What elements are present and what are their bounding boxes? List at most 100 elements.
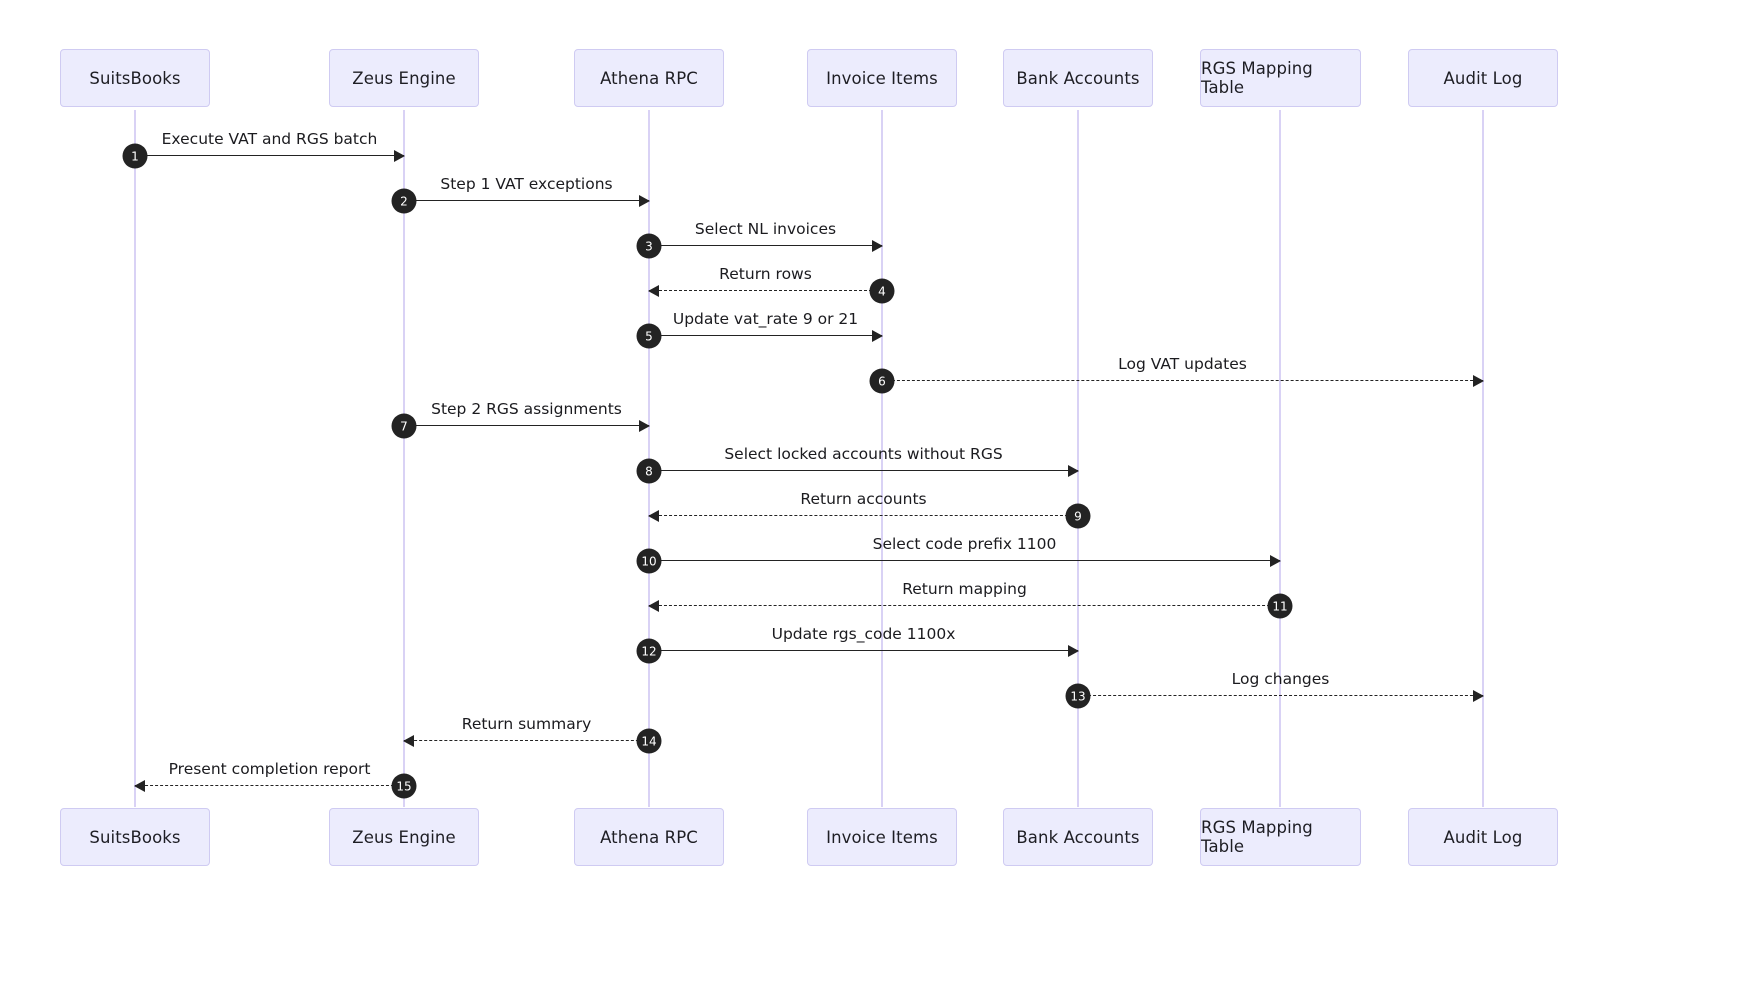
arrow-line xyxy=(404,425,649,426)
message-arrow-3[interactable] xyxy=(649,240,883,252)
participant-header-zeus[interactable]: Zeus Engine xyxy=(329,49,479,107)
message-arrow-11[interactable] xyxy=(648,600,1280,612)
message-arrow-1[interactable] xyxy=(135,150,405,162)
participant-footer-invoice[interactable]: Invoice Items xyxy=(807,808,957,866)
message-label-1: Execute VAT and RGS batch xyxy=(161,130,378,148)
message-arrow-7[interactable] xyxy=(404,420,650,432)
arrow-head-icon xyxy=(639,420,650,432)
participant-label: Zeus Engine xyxy=(352,827,456,847)
participant-label: Audit Log xyxy=(1443,68,1523,88)
message-label-12: Update rgs_code 1100x xyxy=(771,625,956,643)
message-label-15: Present completion report xyxy=(168,760,371,778)
arrow-line xyxy=(135,155,404,156)
participant-header-invoice[interactable]: Invoice Items xyxy=(807,49,957,107)
arrow-line xyxy=(649,515,1078,516)
participant-header-bank[interactable]: Bank Accounts xyxy=(1003,49,1153,107)
lifeline-zeus xyxy=(403,110,405,807)
participant-label: Invoice Items xyxy=(826,827,938,847)
arrow-line xyxy=(404,200,649,201)
message-arrow-6[interactable] xyxy=(882,375,1484,387)
lifeline-suitsbooks xyxy=(134,110,136,807)
message-label-10: Select code prefix 1100 xyxy=(872,535,1057,553)
arrow-head-icon xyxy=(648,600,659,612)
message-arrow-8[interactable] xyxy=(649,465,1079,477)
participant-label: Athena RPC xyxy=(600,827,698,847)
participant-footer-bank[interactable]: Bank Accounts xyxy=(1003,808,1153,866)
lifeline-audit xyxy=(1482,110,1484,807)
sequence-number-badge-5: 5 xyxy=(636,323,662,349)
sequence-number-badge-11: 11 xyxy=(1267,593,1293,619)
sequence-number-badge-9: 9 xyxy=(1065,503,1091,529)
participant-header-athena[interactable]: Athena RPC xyxy=(574,49,724,107)
sequence-number-badge-2: 2 xyxy=(391,188,417,214)
message-label-2: Step 1 VAT exceptions xyxy=(440,175,613,193)
arrow-head-icon xyxy=(403,735,414,747)
message-label-6: Log VAT updates xyxy=(1118,355,1247,373)
message-arrow-9[interactable] xyxy=(648,510,1078,522)
message-label-14: Return summary xyxy=(461,715,592,733)
message-arrow-10[interactable] xyxy=(649,555,1281,567)
message-arrow-5[interactable] xyxy=(649,330,883,342)
sequence-number-badge-13: 13 xyxy=(1065,683,1091,709)
participant-footer-audit[interactable]: Audit Log xyxy=(1408,808,1558,866)
participant-header-suitsbooks[interactable]: SuitsBooks xyxy=(60,49,210,107)
arrow-head-icon xyxy=(648,285,659,297)
message-arrow-15[interactable] xyxy=(134,780,404,792)
arrow-head-icon xyxy=(872,240,883,252)
participant-header-audit[interactable]: Audit Log xyxy=(1408,49,1558,107)
arrow-head-icon xyxy=(1473,375,1484,387)
participant-label: Bank Accounts xyxy=(1016,827,1140,847)
arrow-head-icon xyxy=(1068,465,1079,477)
participant-header-rgs[interactable]: RGS Mapping Table xyxy=(1200,49,1361,107)
message-label-9: Return accounts xyxy=(800,490,927,508)
participant-label: RGS Mapping Table xyxy=(1201,818,1313,856)
message-label-3: Select NL invoices xyxy=(694,220,837,238)
participant-footer-athena[interactable]: Athena RPC xyxy=(574,808,724,866)
message-arrow-12[interactable] xyxy=(649,645,1079,657)
message-arrow-14[interactable] xyxy=(403,735,649,747)
participant-footer-rgs[interactable]: RGS Mapping Table xyxy=(1200,808,1361,866)
lifeline-invoice xyxy=(881,110,883,807)
participant-label: Bank Accounts xyxy=(1016,68,1140,88)
message-arrow-2[interactable] xyxy=(404,195,650,207)
message-label-13: Log changes xyxy=(1231,670,1330,688)
arrow-line xyxy=(649,605,1280,606)
arrow-head-icon xyxy=(1270,555,1281,567)
sequence-number-badge-3: 3 xyxy=(636,233,662,259)
arrow-head-icon xyxy=(1473,690,1484,702)
arrow-line xyxy=(649,245,882,246)
arrow-head-icon xyxy=(648,510,659,522)
arrow-line xyxy=(1078,695,1483,696)
lifeline-rgs xyxy=(1279,110,1281,807)
sequence-number-badge-6: 6 xyxy=(869,368,895,394)
arrow-line xyxy=(135,785,404,786)
participant-label: Athena RPC xyxy=(600,68,698,88)
message-label-7: Step 2 RGS assignments xyxy=(431,400,622,418)
arrow-head-icon xyxy=(394,150,405,162)
participant-label: Zeus Engine xyxy=(352,68,456,88)
arrow-line xyxy=(649,290,882,291)
message-label-11: Return mapping xyxy=(902,580,1027,598)
sequence-number-badge-15: 15 xyxy=(391,773,417,799)
arrow-head-icon xyxy=(872,330,883,342)
participant-label: Audit Log xyxy=(1443,827,1523,847)
participant-label: SuitsBooks xyxy=(89,68,181,88)
arrow-head-icon xyxy=(639,195,650,207)
sequence-number-badge-10: 10 xyxy=(636,548,662,574)
message-label-8: Select locked accounts without RGS xyxy=(724,445,1003,463)
arrow-head-icon xyxy=(1068,645,1079,657)
sequence-number-badge-1: 1 xyxy=(122,143,148,169)
participant-footer-suitsbooks[interactable]: SuitsBooks xyxy=(60,808,210,866)
lifeline-bank xyxy=(1077,110,1079,807)
arrow-line xyxy=(649,335,882,336)
participant-label: SuitsBooks xyxy=(89,827,181,847)
message-arrow-13[interactable] xyxy=(1078,690,1484,702)
sequence-number-badge-4: 4 xyxy=(869,278,895,304)
message-arrow-4[interactable] xyxy=(648,285,882,297)
sequence-number-badge-12: 12 xyxy=(636,638,662,664)
participant-footer-zeus[interactable]: Zeus Engine xyxy=(329,808,479,866)
participant-label: Invoice Items xyxy=(826,68,938,88)
sequence-number-badge-7: 7 xyxy=(391,413,417,439)
arrow-line xyxy=(649,470,1078,471)
arrow-head-icon xyxy=(134,780,145,792)
